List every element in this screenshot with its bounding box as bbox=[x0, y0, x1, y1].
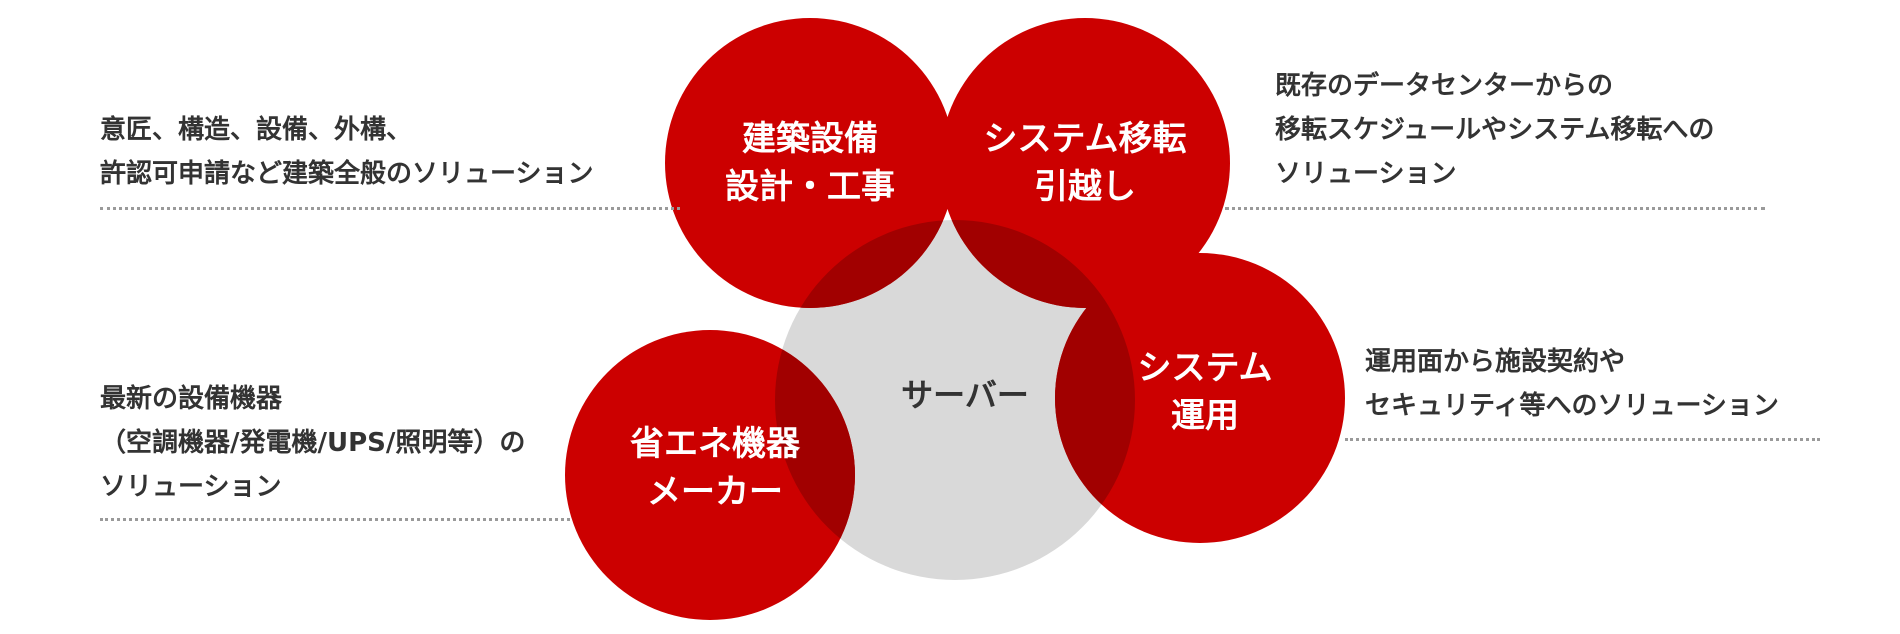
maker-description: 最新の設備機器 （空調機器/発電機/UPS/照明等）の ソリューション bbox=[100, 384, 526, 502]
migration-description: 既存のデータセンターからの 移転スケジュールやシステム移転への ソリューション bbox=[1275, 71, 1715, 189]
building-description: 意匠、構造、設備、外構、 許認可申請など建築全般のソリューション bbox=[100, 115, 594, 189]
maker-circle-label: 省エネ機器 メーカー bbox=[630, 424, 800, 512]
server-label: サーバー bbox=[901, 376, 1029, 414]
building-circle-label: 建築設備 設計・工事 bbox=[725, 119, 895, 207]
migration-dotted-line bbox=[1225, 207, 1765, 210]
migration-overlap bbox=[940, 220, 1135, 308]
building-overlap bbox=[775, 220, 955, 308]
building-dotted-line bbox=[100, 207, 680, 210]
operation-circle-label: システム 運用 bbox=[1137, 348, 1273, 436]
operation-dotted-line bbox=[1345, 438, 1820, 441]
maker-dotted-line bbox=[100, 518, 570, 521]
operation-circle bbox=[1055, 253, 1345, 543]
operation-description: 運用面から施設契約や セキュリティ等へのソリューション bbox=[1365, 347, 1779, 421]
server-circle bbox=[775, 220, 1135, 580]
migration-circle-label: システム移転 引越し bbox=[983, 119, 1187, 207]
